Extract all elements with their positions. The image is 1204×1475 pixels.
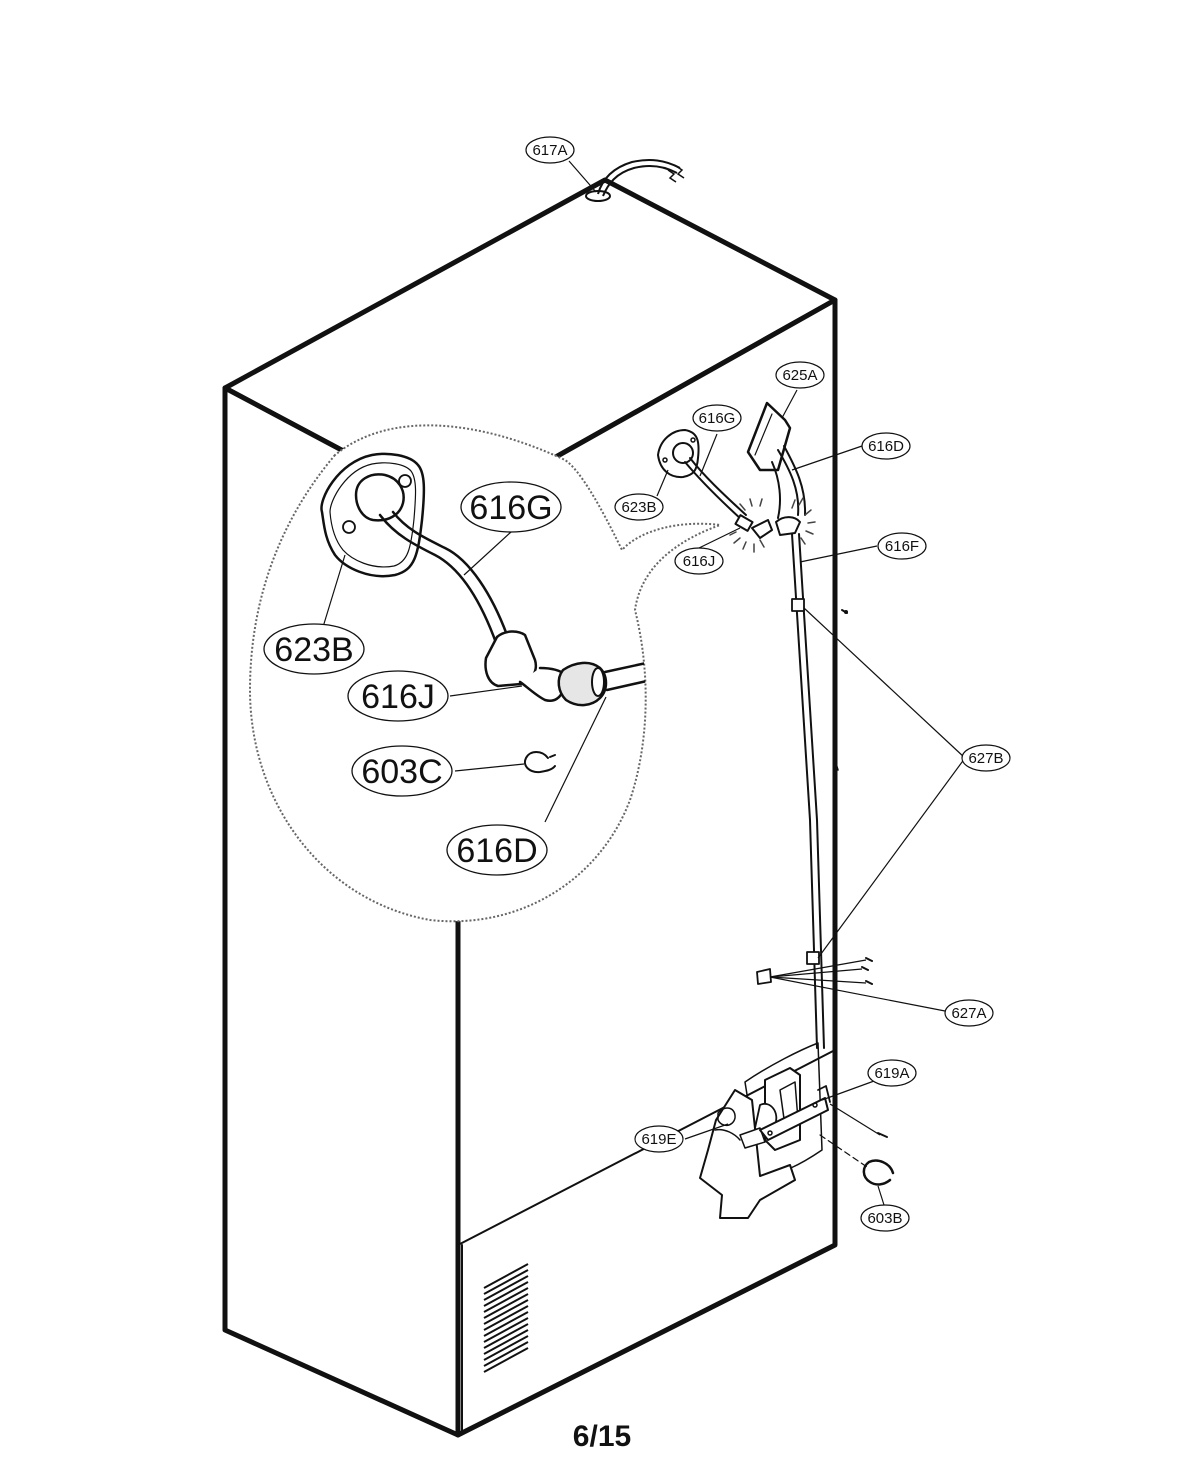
callout-627A-label: 627A [951,1005,986,1022]
callout-625A: 625A [775,361,825,389]
callout-616J: 616J [674,547,724,575]
detail-callout-603C: 603C [351,745,453,797]
detail-callout-616J-label: 616J [361,678,435,716]
callout-627B: 627B [961,744,1011,772]
callout-617A-label: 617A [532,142,567,159]
callout-627A: 627A [944,999,994,1027]
callout-616F: 616F [877,532,927,560]
detail-callout-623B: 623B [263,623,365,675]
vent-grille [483,1263,529,1373]
detail-callouts: 616G 623B 616J 603C 616D [263,481,562,876]
callout-603B-label: 603B [867,1210,902,1227]
detail-callout-616D-label: 616D [456,832,537,870]
detail-callout-616J: 616J [347,670,449,722]
callout-616G: 616G [692,404,742,432]
page-number: 6/15 [572,1420,632,1453]
callout-619A-label: 619A [874,1065,909,1082]
callout-625A-label: 625A [782,367,817,384]
callout-616J-label: 616J [683,553,716,570]
callout-616F-label: 616F [885,538,919,555]
callout-623B-label: 623B [621,499,656,516]
callout-619E: 619E [634,1125,684,1153]
detail-bubble [248,424,721,923]
callout-619A: 619A [867,1059,917,1087]
detail-callout-616G-label: 616G [469,489,552,527]
back-panel-parts [657,401,895,1219]
callouts: 617A 625A 616G 616D 623B 616F 616J 627B [525,136,1011,1232]
detail-callout-623B-label: 623B [274,631,353,669]
leader-lines [322,160,966,1206]
detail-callout-616D: 616D [446,824,548,876]
callout-616G-label: 616G [699,410,736,427]
callout-619E-label: 619E [641,1131,676,1148]
callout-603B: 603B [860,1204,910,1232]
top-water-tube [585,159,685,202]
callout-617A: 617A [525,136,575,164]
detail-callout-603C-label: 603C [361,753,442,791]
detail-callout-616G: 616G [460,481,562,533]
callout-627B-label: 627B [968,750,1003,767]
callout-616D: 616D [861,432,911,460]
callout-616D-label: 616D [868,438,904,455]
callout-623B: 623B [614,493,664,521]
